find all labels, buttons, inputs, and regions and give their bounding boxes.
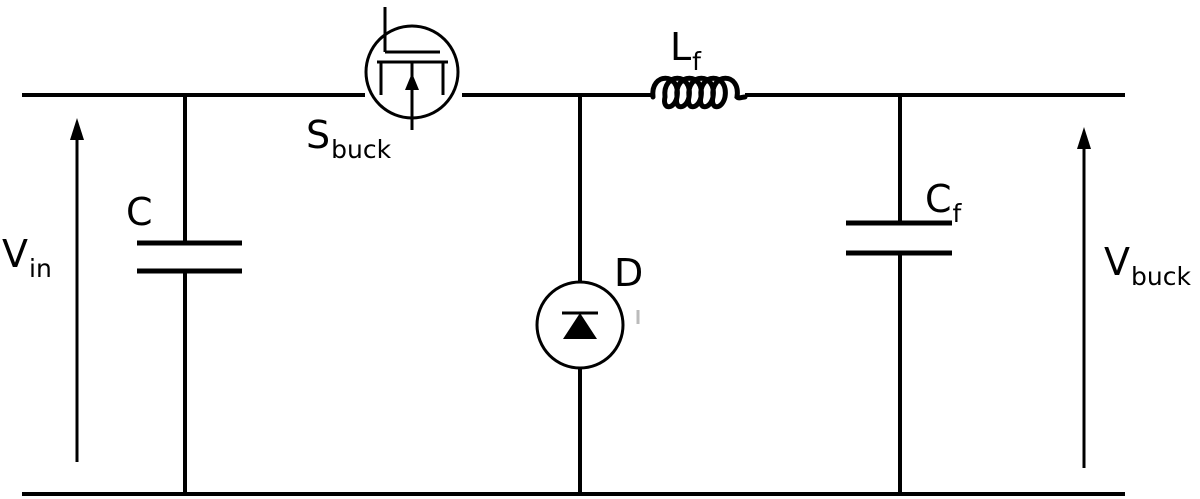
label-lf: Lf xyxy=(670,25,701,76)
mosfet-switch-icon xyxy=(364,7,460,130)
label-d: D xyxy=(614,251,644,295)
diode xyxy=(535,95,640,494)
label-vin: Vin xyxy=(2,232,52,283)
label-cf: Cf xyxy=(925,177,962,228)
inductor-icon xyxy=(650,75,748,110)
input-capacitor xyxy=(137,95,242,494)
vbuck-arrow-icon xyxy=(1077,127,1091,468)
output-capacitor xyxy=(846,95,952,494)
label-c: C xyxy=(126,190,153,234)
vin-arrow-icon xyxy=(70,118,84,462)
label-sbuck: Sbuck xyxy=(306,113,392,164)
label-vbuck: Vbuck xyxy=(1104,240,1191,291)
